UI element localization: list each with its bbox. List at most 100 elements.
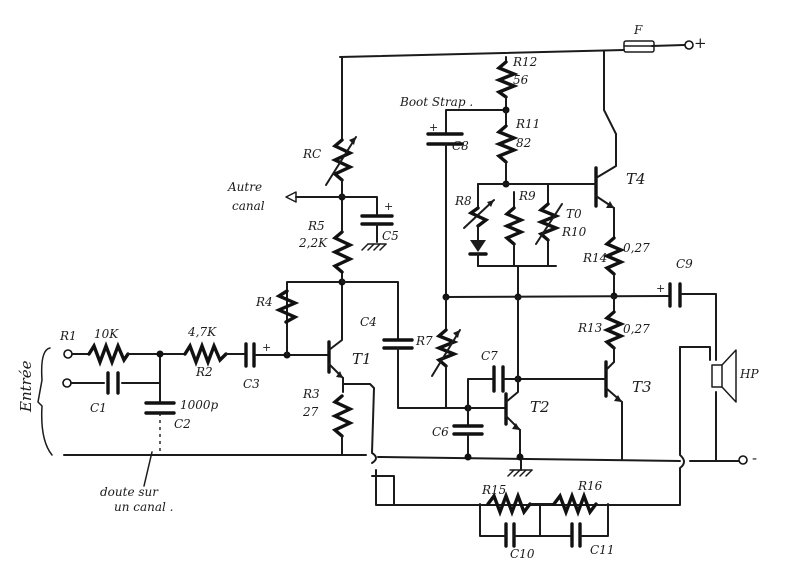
- r10-thermistor: [536, 202, 561, 242]
- c2-label: C2: [174, 417, 191, 431]
- input-brace: [37, 347, 53, 456]
- c3-plus: +: [262, 341, 271, 354]
- c6-label: C6: [432, 425, 449, 439]
- r9-label: R9: [518, 189, 536, 203]
- fuse: [623, 40, 655, 53]
- negative-terminal[interactable]: [738, 455, 748, 465]
- t1-transistor: [327, 279, 344, 393]
- c4-label: C4: [360, 315, 377, 329]
- r8-potentiometer: [467, 206, 490, 228]
- r4-branch: [286, 281, 343, 356]
- rc-potentiometer: [330, 138, 355, 182]
- positive-label: +: [694, 34, 707, 52]
- r1-value: 10K: [94, 327, 119, 341]
- r16-resistor: [552, 491, 598, 517]
- c9-label: C9: [676, 257, 693, 271]
- positive-terminal[interactable]: [684, 40, 694, 50]
- c7-label: C7: [481, 349, 498, 363]
- r5-resistor: [330, 230, 355, 274]
- autre-canal-arrow: [285, 191, 297, 203]
- t2-transistor: [504, 296, 521, 458]
- c3-label: C3: [243, 377, 260, 391]
- c1-label: C1: [90, 401, 107, 415]
- bootstrap-label: Boot Strap .: [399, 95, 473, 109]
- r16-label: R16: [577, 479, 603, 493]
- autre-line-1: Autre: [227, 180, 262, 194]
- r14-resistor: [602, 236, 626, 276]
- r11-label: R11: [515, 117, 540, 131]
- r3-resistor: [330, 394, 355, 438]
- r2-value: 4,7K: [187, 325, 217, 339]
- r15-resistor: [486, 491, 532, 517]
- r7-label: R7: [415, 334, 433, 348]
- positive-rail: [339, 44, 685, 58]
- c2-value: 1000p: [180, 398, 219, 412]
- r13-label: R13: [577, 321, 603, 335]
- c7-capacitor: [492, 365, 505, 393]
- t1-label: T1: [352, 350, 372, 368]
- r12-resistor: [494, 60, 519, 99]
- r1-resistor: [87, 341, 130, 367]
- r14-label: R14: [582, 251, 607, 265]
- t4-label: T4: [626, 170, 646, 188]
- c5-capacitor: [360, 214, 394, 251]
- c2-capacitor: [144, 382, 176, 415]
- c5-label: C5: [382, 229, 399, 243]
- r11-resistor: [494, 124, 519, 164]
- ground-symbol: [507, 459, 533, 477]
- r2-label: R2: [195, 365, 213, 379]
- r5-value: 2,2K: [298, 236, 328, 250]
- r15-label: R15: [481, 483, 506, 497]
- t4-transistor: [594, 133, 617, 239]
- input-wires: [62, 349, 161, 388]
- doute-line-1: doute sur: [100, 485, 159, 499]
- c6-capacitor: [452, 424, 484, 436]
- r5-label: R5: [307, 219, 325, 233]
- c1-capacitor: [106, 371, 120, 395]
- speaker-hp: [711, 349, 737, 403]
- r12-label: R12: [512, 55, 537, 69]
- t1-emitter-feedback: [342, 383, 377, 464]
- t3-label: T3: [632, 378, 652, 396]
- r1-label: R1: [59, 329, 77, 343]
- c8-label: C8: [452, 139, 469, 153]
- r4-label: R4: [255, 295, 273, 309]
- r10-label: R10: [561, 225, 587, 239]
- c9-plus: +: [656, 282, 665, 295]
- r4-resistor: [274, 289, 300, 324]
- r2-resistor: [183, 341, 228, 367]
- t2-label: T2: [530, 398, 550, 416]
- negative-rail: [63, 454, 739, 462]
- r3-value: 27: [302, 405, 319, 419]
- r11-value: 82: [516, 136, 531, 150]
- c5-plus: +: [384, 200, 393, 213]
- doute-line-2: un canal .: [114, 500, 174, 514]
- entree-label: Entrée: [17, 360, 35, 413]
- r13-value: 0,27: [623, 322, 650, 336]
- t0-label: T0: [566, 207, 582, 221]
- r14-value: 0,27: [623, 241, 650, 255]
- c3-capacitor: [244, 342, 256, 368]
- t3-transistor: [604, 360, 623, 460]
- hp-label: HP: [739, 367, 759, 381]
- doute-pointer: [143, 451, 153, 487]
- rc-label: RC: [302, 147, 321, 161]
- c11-label: C11: [590, 543, 614, 557]
- fuse-label: F: [633, 23, 643, 37]
- c8-plus: +: [429, 121, 438, 134]
- autre-line-2: canal: [232, 199, 265, 213]
- c9-capacitor: [668, 282, 682, 308]
- c10-label: C10: [510, 547, 535, 561]
- r3-label: R3: [302, 387, 320, 401]
- negative-label: -: [752, 449, 757, 467]
- c10-capacitor: [504, 522, 516, 548]
- c4-capacitor: [382, 338, 414, 350]
- r8-label: R8: [454, 194, 472, 208]
- r13-resistor: [602, 310, 626, 350]
- r12-value: 56: [513, 73, 529, 87]
- led-diode: [468, 225, 488, 267]
- feedback-loop: [375, 346, 685, 506]
- t4-collector-wire: [603, 50, 617, 135]
- c11-capacitor: [570, 522, 582, 548]
